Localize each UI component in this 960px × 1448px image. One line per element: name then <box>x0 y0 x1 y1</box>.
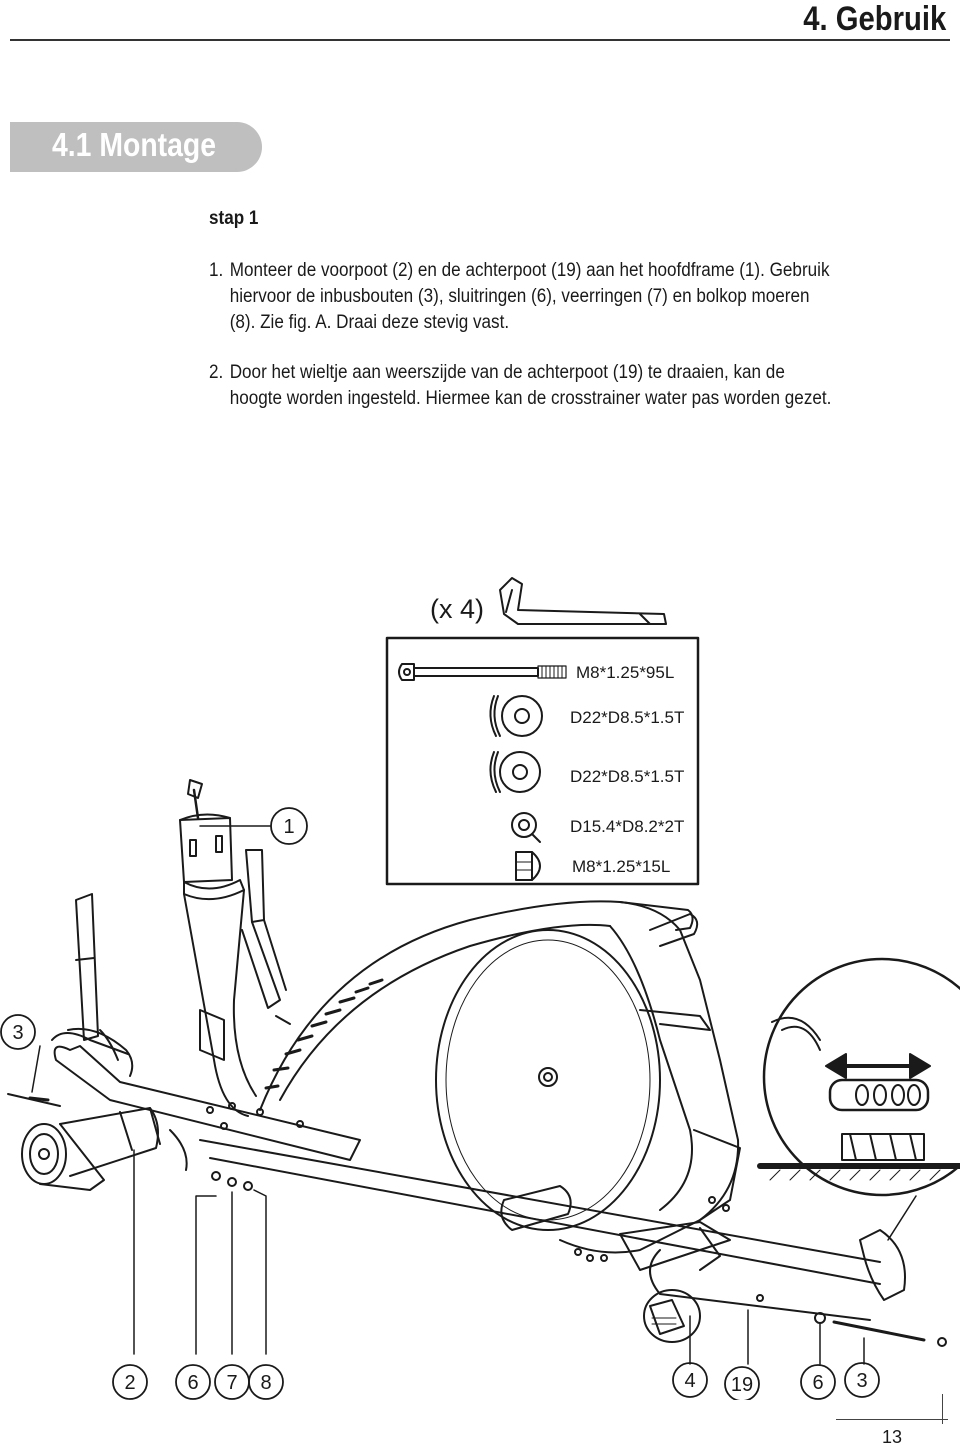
front-leg <box>51 893 361 1161</box>
callout-6-right: 6 <box>812 1372 823 1394</box>
section-bar <box>10 122 262 172</box>
part-label: D15.4*D8.2*2T <box>570 817 684 836</box>
callout-1: 1 <box>283 816 294 838</box>
instruction-text: Monteer de voorpoot (2) en de achterpoot… <box>229 260 830 333</box>
tool-quantity: (x 4) <box>430 594 484 624</box>
callout-19: 19 <box>731 1374 753 1396</box>
bolt-95-icon <box>398 663 567 681</box>
instruction-number: 2. <box>209 362 224 383</box>
leader-lines <box>31 825 865 1365</box>
callout-8: 8 <box>260 1372 271 1394</box>
allen-key-icon <box>499 577 667 625</box>
chapter-title: 4. Gebruik <box>802 0 946 38</box>
front-stabilizer <box>21 1107 188 1191</box>
left-fasteners <box>7 1093 253 1191</box>
dome-nut-icon <box>515 851 541 881</box>
small-washer-icon <box>511 812 541 843</box>
parts-box <box>385 636 700 886</box>
part-label: M8*1.25*15L <box>572 857 670 876</box>
part-label: D22*D8.5*1.5T <box>570 708 684 727</box>
part-label: M8*1.25*95L <box>576 663 674 682</box>
rear-leg <box>199 1139 906 1343</box>
instruction-1: 1. Monteer de voorpoot (2) en de achterp… <box>209 258 839 336</box>
step-label: stap 1 <box>209 208 259 229</box>
footer-vertical-rule <box>942 1394 943 1424</box>
instruction-2: 2. Door het wieltje aan weerszijde van d… <box>209 360 839 412</box>
callout-3-right: 3 <box>856 1370 867 1392</box>
flywheel-housing <box>259 900 741 1254</box>
callout-2: 2 <box>124 1372 135 1394</box>
main-frame <box>179 779 291 1117</box>
callout-6-left: 6 <box>187 1372 198 1394</box>
instruction-number: 1. <box>209 260 224 281</box>
callout-3-left: 3 <box>12 1022 23 1044</box>
callout-circles <box>0 807 880 1400</box>
washer-icon <box>489 695 543 737</box>
part-label: D22*D8.5*1.5T <box>570 767 684 786</box>
callout-4: 4 <box>684 1370 695 1392</box>
callout-7: 7 <box>226 1372 237 1394</box>
page-number: 13 <box>881 1427 902 1447</box>
footer-rule <box>836 1419 948 1420</box>
section-title: 4.1 Montage <box>52 126 217 163</box>
instruction-text: Door het wieltje aan weerszijde van de a… <box>229 362 832 409</box>
rear-fasteners <box>574 1196 947 1347</box>
spring-washer-icon <box>489 751 541 793</box>
assembly-drawing: (x 4) M8*1.25*95L D22*D8.5*1.5T D22*D8.5… <box>0 577 960 1400</box>
header-rule <box>10 39 950 41</box>
detail-inset <box>757 957 960 1241</box>
